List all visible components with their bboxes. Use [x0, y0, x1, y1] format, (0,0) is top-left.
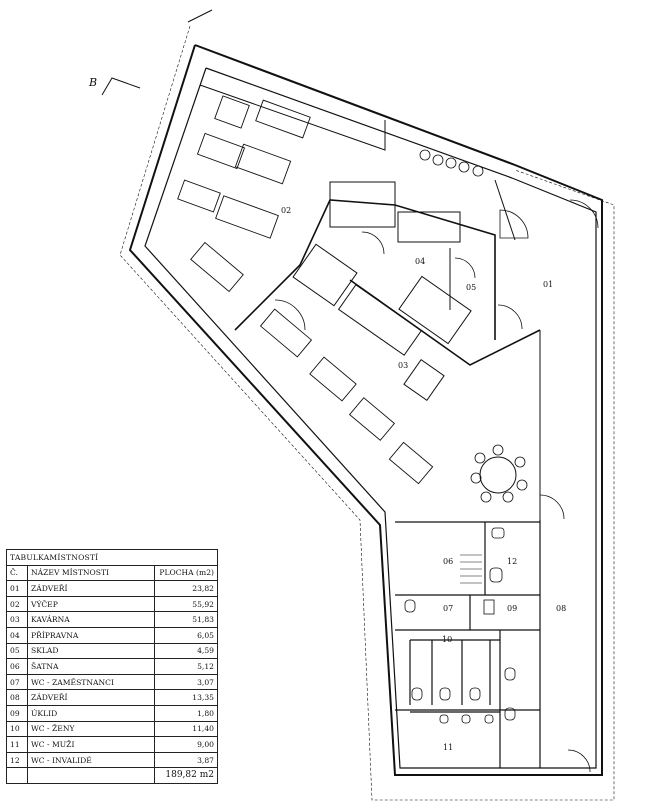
row-name: ÚKLID — [27, 704, 155, 722]
wc-fixtures — [404, 527, 516, 724]
room-number-12: 12 — [507, 557, 517, 566]
row-name: PŘÍPRAVNA — [27, 626, 155, 644]
room-number-09: 09 — [507, 604, 517, 613]
tables-room-03 — [259, 308, 434, 485]
section-cut-line — [187, 9, 213, 23]
row-area: 11,40 — [154, 720, 218, 738]
row-area: 1,80 — [154, 704, 218, 722]
room-number-03: 03 — [398, 361, 408, 370]
room-number-07: 07 — [443, 604, 453, 613]
row-no: 12 — [6, 751, 28, 769]
row-no: 07 — [6, 673, 28, 691]
row-no: 06 — [6, 658, 28, 675]
row-area: 55,92 — [154, 595, 218, 613]
row-name: ŠATNA — [27, 658, 155, 675]
table-total: 189,82 m2 — [154, 767, 218, 784]
round-table — [479, 456, 517, 494]
col-header-no: Č. — [6, 564, 28, 582]
row-no: 10 — [6, 720, 28, 738]
section-marker-label: B — [88, 76, 97, 89]
table-total-row: 189,82 m2 — [6, 767, 218, 784]
row-name: WC - ZAMĚSTNANCI — [27, 673, 155, 691]
row-name: VÝČEP — [27, 595, 155, 613]
row-name: ZÁDVEŘÍ — [27, 689, 155, 706]
row-name: WC - ŽENY — [27, 720, 155, 738]
tables-room-02 — [177, 95, 311, 293]
col-header-area: PLOCHA (m2) — [154, 564, 218, 582]
service-wall-upper — [234, 199, 496, 340]
row-area: 6,05 — [154, 626, 218, 644]
row-area: 13,35 — [154, 689, 218, 706]
room-number-10: 10 — [442, 635, 452, 644]
bar-stools — [419, 149, 484, 177]
room-number-05: 05 — [466, 283, 476, 292]
room-number-06: 06 — [443, 557, 453, 566]
wall-entry-top — [494, 179, 516, 241]
row-area: 4,59 — [154, 642, 218, 660]
room-number-11: 11 — [443, 743, 453, 752]
total-empty-2 — [27, 767, 155, 784]
section-marker-line — [101, 77, 141, 96]
row-area: 3,87 — [154, 751, 218, 769]
row-name: WC - INVALIDÉ — [27, 751, 155, 769]
table-caption: TABULKAMÍSTNOSTÍ — [6, 549, 218, 566]
row-no: 01 — [6, 580, 28, 597]
counter-2 — [397, 211, 461, 243]
row-name: SKLAD — [27, 642, 155, 660]
kitchen-unit-3 — [398, 275, 472, 345]
col-header-name: NÁZEV MÍSTNOSTI — [27, 564, 155, 582]
table-header-row: Č. NÁZEV MÍSTNOSTI PLOCHA (m2) — [6, 564, 218, 582]
site-boundary — [119, 25, 615, 801]
wc-block — [395, 520, 541, 768]
kitchen-unit-1 — [292, 243, 358, 307]
total-empty-1 — [6, 767, 28, 784]
row-no: 03 — [6, 611, 28, 628]
row-area: 9,00 — [154, 736, 218, 753]
room-number-01: 01 — [543, 280, 553, 289]
row-no: 11 — [6, 736, 28, 753]
inner-wall — [144, 67, 597, 769]
row-no: 09 — [6, 704, 28, 722]
outer-wall — [128, 44, 603, 776]
stairs-06 — [460, 554, 482, 584]
row-area: 51,83 — [154, 611, 218, 628]
room-number-04: 04 — [415, 257, 425, 266]
doors — [274, 199, 599, 773]
round-table-chairs — [470, 444, 528, 503]
row-no: 05 — [6, 642, 28, 660]
row-name: WC - MUŽI — [27, 736, 155, 753]
row-area: 23,82 — [154, 580, 218, 597]
row-no: 02 — [6, 595, 28, 613]
row-no: 04 — [6, 626, 28, 644]
row-name: KAVÁRNA — [27, 611, 155, 628]
stove — [403, 358, 445, 402]
kitchen-unit-2 — [337, 284, 423, 356]
row-name: ZÁDVEŘÍ — [27, 580, 155, 597]
room-number-02: 02 — [281, 206, 291, 215]
room-number-08: 08 — [556, 604, 566, 613]
table-caption-row: TABULKAMÍSTNOSTÍ — [6, 549, 218, 566]
counter-1 — [329, 181, 396, 228]
bar-counter — [199, 84, 386, 151]
room-table: TABULKAMÍSTNOSTÍ Č. NÁZEV MÍSTNOSTI PLOC… — [6, 549, 218, 784]
row-area: 3,07 — [154, 673, 218, 691]
row-area: 5,12 — [154, 658, 218, 675]
row-no: 08 — [6, 689, 28, 706]
